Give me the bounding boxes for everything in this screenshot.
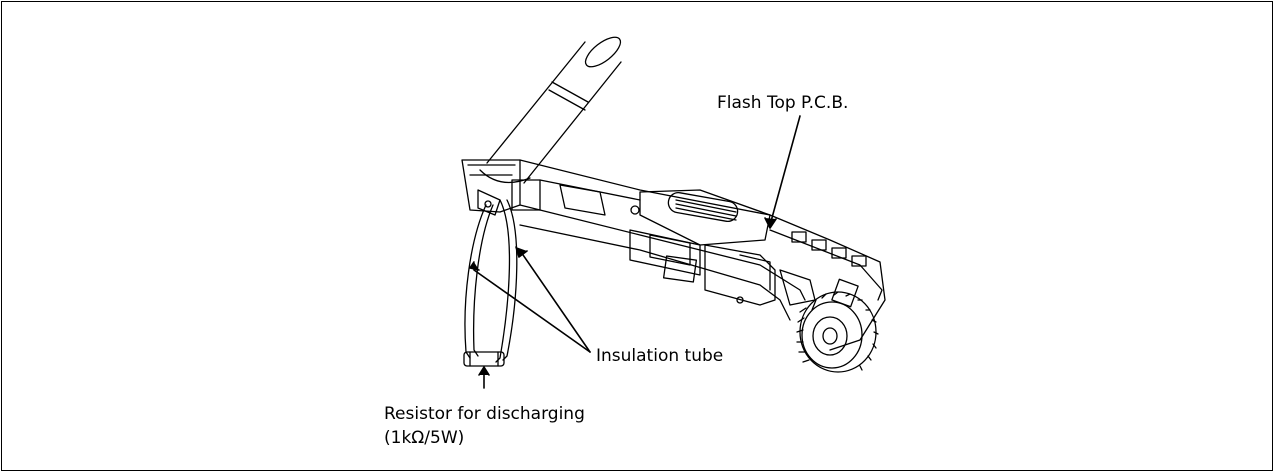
arrow-insulation-right (520, 251, 591, 353)
discharge-resistor (463, 351, 505, 367)
speaker-block (639, 189, 771, 246)
arrow-insulation-left (473, 269, 591, 353)
flash-top-pcb (769, 229, 883, 308)
pcb-components (629, 229, 776, 306)
dial-wheel (796, 291, 879, 373)
arrow-flash-pcb (769, 115, 801, 226)
chassis-rail (519, 159, 886, 351)
resistor-label-line2: (1kΩ/5W) (384, 428, 465, 448)
insulation-tube (464, 199, 518, 363)
leader-arrows (469, 115, 801, 389)
flash-head (461, 159, 541, 216)
insulation-tube-label: Insulation tube (596, 346, 724, 366)
flash-top-pcb-label: Flash Top P.C.B. (717, 93, 849, 113)
capacitor-cylinder (479, 36, 622, 184)
resistor-label-line1: Resistor for discharging (384, 404, 585, 424)
